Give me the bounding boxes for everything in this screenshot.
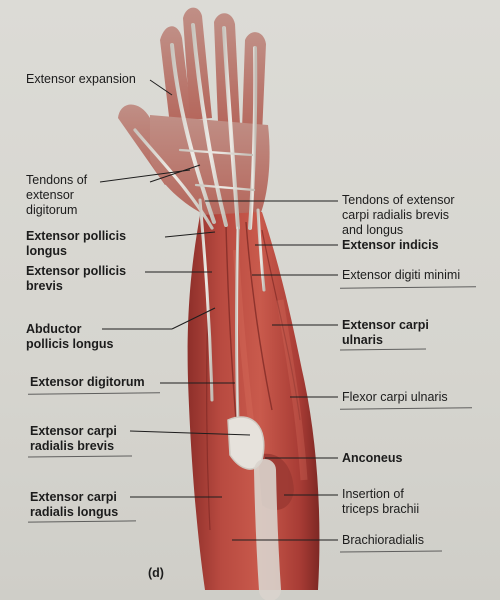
label-extensor-indicis: Extensor indicis [342,238,439,252]
leader-lines [99,79,338,541]
label-extensor-expansion: Extensor expansion [26,72,136,86]
label-anconeus: Anconeus [342,451,403,465]
label-tendons-extensor-carpi-radialis: Tendons of extensor carpi radialis brevi… [342,193,455,237]
label-flexor-carpi-ulnaris: Flexor carpi ulnaris [342,390,448,404]
label-brachioradialis: Brachioradialis [342,533,424,547]
panel-letter: (d) [148,566,164,580]
label-abductor-pollicis-longus: Abductor pollicis longus [26,322,114,351]
label-extensor-carpi-radialis-brevis: Extensor carpi radialis brevis [30,424,117,453]
label-tendons-extensor-digitorum: Tendons of extensor digitorum [26,173,88,217]
label-extensor-carpi-radialis-longus: Extensor carpi radialis longus [30,490,119,519]
forearm-muscles [187,212,320,590]
label-extensor-digiti-minimi: Extensor digiti minimi [342,268,461,282]
tendons [133,23,281,600]
label-extensor-pollicis-brevis: Extensor pollicis brevis [26,264,127,293]
label-extensor-carpi-ulnaris: Extensor carpi ulnaris [342,318,429,347]
label-extensor-pollicis-longus: Extensor pollicis longus [26,229,127,258]
label-insertion-triceps: Insertion of triceps brachii [342,487,420,516]
label-extensor-digitorum: Extensor digitorum [30,375,145,389]
